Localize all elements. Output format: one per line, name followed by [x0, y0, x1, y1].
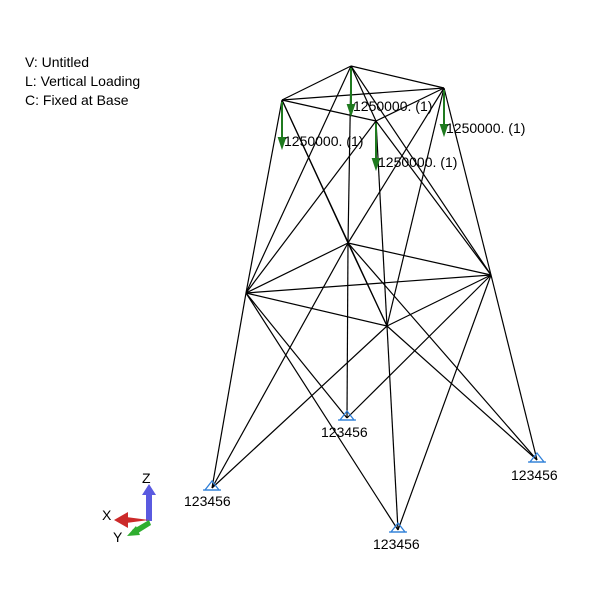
member	[281, 99, 377, 122]
legend-view: V: Untitled	[25, 54, 90, 70]
member	[281, 87, 445, 101]
member	[211, 242, 349, 489]
member	[386, 274, 492, 327]
support-icon	[203, 479, 221, 491]
x-axis-label: X	[102, 507, 112, 523]
member	[347, 87, 445, 244]
support-label: 123456	[321, 424, 368, 440]
support-label: 123456	[511, 467, 558, 483]
member	[245, 292, 348, 419]
member	[350, 65, 377, 122]
member	[211, 325, 388, 489]
load-arrow-icon	[346, 68, 356, 118]
z-axis-arrow-icon	[142, 484, 156, 521]
member	[245, 65, 352, 294]
member	[397, 274, 492, 531]
load-label: 1250000. (1)	[353, 98, 432, 114]
y-axis-arrow-icon	[127, 520, 151, 536]
member	[375, 120, 492, 276]
member	[245, 242, 349, 294]
load-arrow-icon	[277, 102, 287, 151]
support-labels: 123456 123456 123456 123456	[184, 424, 558, 552]
y-axis-label: Y	[113, 529, 123, 545]
legend-load: L: Vertical Loading	[25, 73, 141, 89]
z-axis-label: Z	[142, 470, 151, 486]
member	[375, 87, 445, 122]
load-arrow-icon	[371, 123, 381, 172]
member	[245, 120, 377, 294]
member	[245, 99, 283, 294]
support-label: 123456	[373, 536, 420, 552]
member	[350, 65, 445, 89]
load-label: 1250000. (1)	[378, 154, 457, 170]
legend: V: Untitled L: Vertical Loading C: Fixed…	[25, 53, 140, 110]
member	[386, 87, 445, 327]
x-axis-arrow-icon	[114, 512, 149, 528]
load-labels: 1250000. (1) 1250000. (1) 1250000. (1) 1…	[284, 98, 525, 170]
legend-constraint: C: Fixed at Base	[25, 92, 129, 108]
load-label: 1250000. (1)	[284, 133, 363, 149]
load-arrows	[277, 68, 449, 172]
member	[245, 292, 399, 531]
member	[386, 325, 399, 531]
member	[350, 65, 492, 276]
support-icon	[338, 409, 356, 421]
member	[375, 120, 388, 327]
member	[346, 274, 492, 419]
member	[347, 242, 492, 276]
member	[281, 65, 352, 101]
member	[347, 242, 538, 461]
member	[211, 292, 247, 489]
member	[346, 242, 349, 419]
member	[245, 274, 492, 294]
truss-members	[211, 65, 538, 531]
member	[281, 99, 388, 327]
load-arrow-icon	[439, 90, 449, 138]
support-icon	[389, 521, 407, 533]
member	[245, 292, 388, 327]
member	[386, 325, 538, 461]
supports	[203, 409, 546, 533]
support-icon	[528, 451, 546, 463]
support-label: 123456	[184, 493, 231, 509]
load-label: 1250000. (1)	[446, 120, 525, 136]
axis-triad: Z X Y	[102, 470, 156, 545]
member	[443, 87, 492, 276]
member	[490, 274, 538, 461]
